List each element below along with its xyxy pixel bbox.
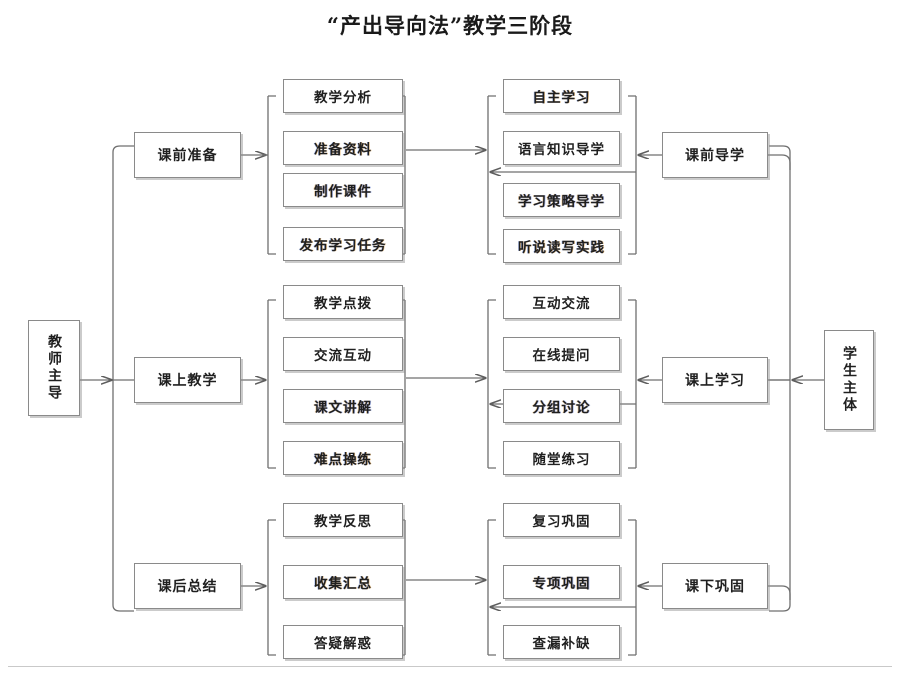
teacher-activity-in-4[interactable]: 难点操练 [283,441,403,475]
student-activity-post-3[interactable]: 查漏补缺 [503,625,620,659]
teacher-activity-in-1[interactable]: 教学点拨 [283,285,403,319]
student-activity-pre-4[interactable]: 听说读写实践 [503,229,620,263]
student-activity-in-4[interactable]: 随堂练习 [503,441,620,475]
student-activity-post-2[interactable]: 专项巩固 [503,565,620,599]
actor-student-centered[interactable]: 学生主体 [824,330,874,430]
teacher-activity-pre-1[interactable]: 教学分析 [283,79,403,113]
page-title: “产出导向法”教学三阶段 [326,13,574,38]
teacher-activity-post-3[interactable]: 答疑解惑 [283,625,403,659]
anchor-box-in[interactable]: 课上学习 [662,357,768,403]
teacher-activity-pre-2[interactable]: 准备资料 [283,131,403,165]
teacher-activity-post-2[interactable]: 收集汇总 [283,565,403,599]
student-activity-pre-2[interactable]: 语言知识导学 [503,131,620,165]
anchor-box-pre[interactable]: 课前导学 [662,132,768,178]
student-activity-pre-1[interactable]: 自主学习 [503,79,620,113]
stage-box-in[interactable]: 课上教学 [134,357,241,403]
anchor-box-post[interactable]: 课下巩固 [662,563,768,609]
stage-box-post[interactable]: 课后总结 [134,563,241,609]
student-activity-in-1[interactable]: 互动交流 [503,285,620,319]
teacher-activity-in-2[interactable]: 交流互动 [283,337,403,371]
teacher-activity-pre-3[interactable]: 制作课件 [283,173,403,207]
student-activity-post-1[interactable]: 复习巩固 [503,503,620,537]
student-activity-in-3[interactable]: 分组讨论 [503,389,620,423]
footer-divider [8,666,892,667]
actor-teacher-led[interactable]: 教师主导 [28,320,80,416]
teacher-activity-post-1[interactable]: 教学反思 [283,503,403,537]
student-activity-pre-3[interactable]: 学习策略导学 [503,183,620,217]
teacher-activity-pre-4[interactable]: 发布学习任务 [283,227,403,261]
stage-box-pre[interactable]: 课前准备 [134,132,241,178]
teacher-activity-in-3[interactable]: 课文讲解 [283,389,403,423]
student-activity-in-2[interactable]: 在线提问 [503,337,620,371]
